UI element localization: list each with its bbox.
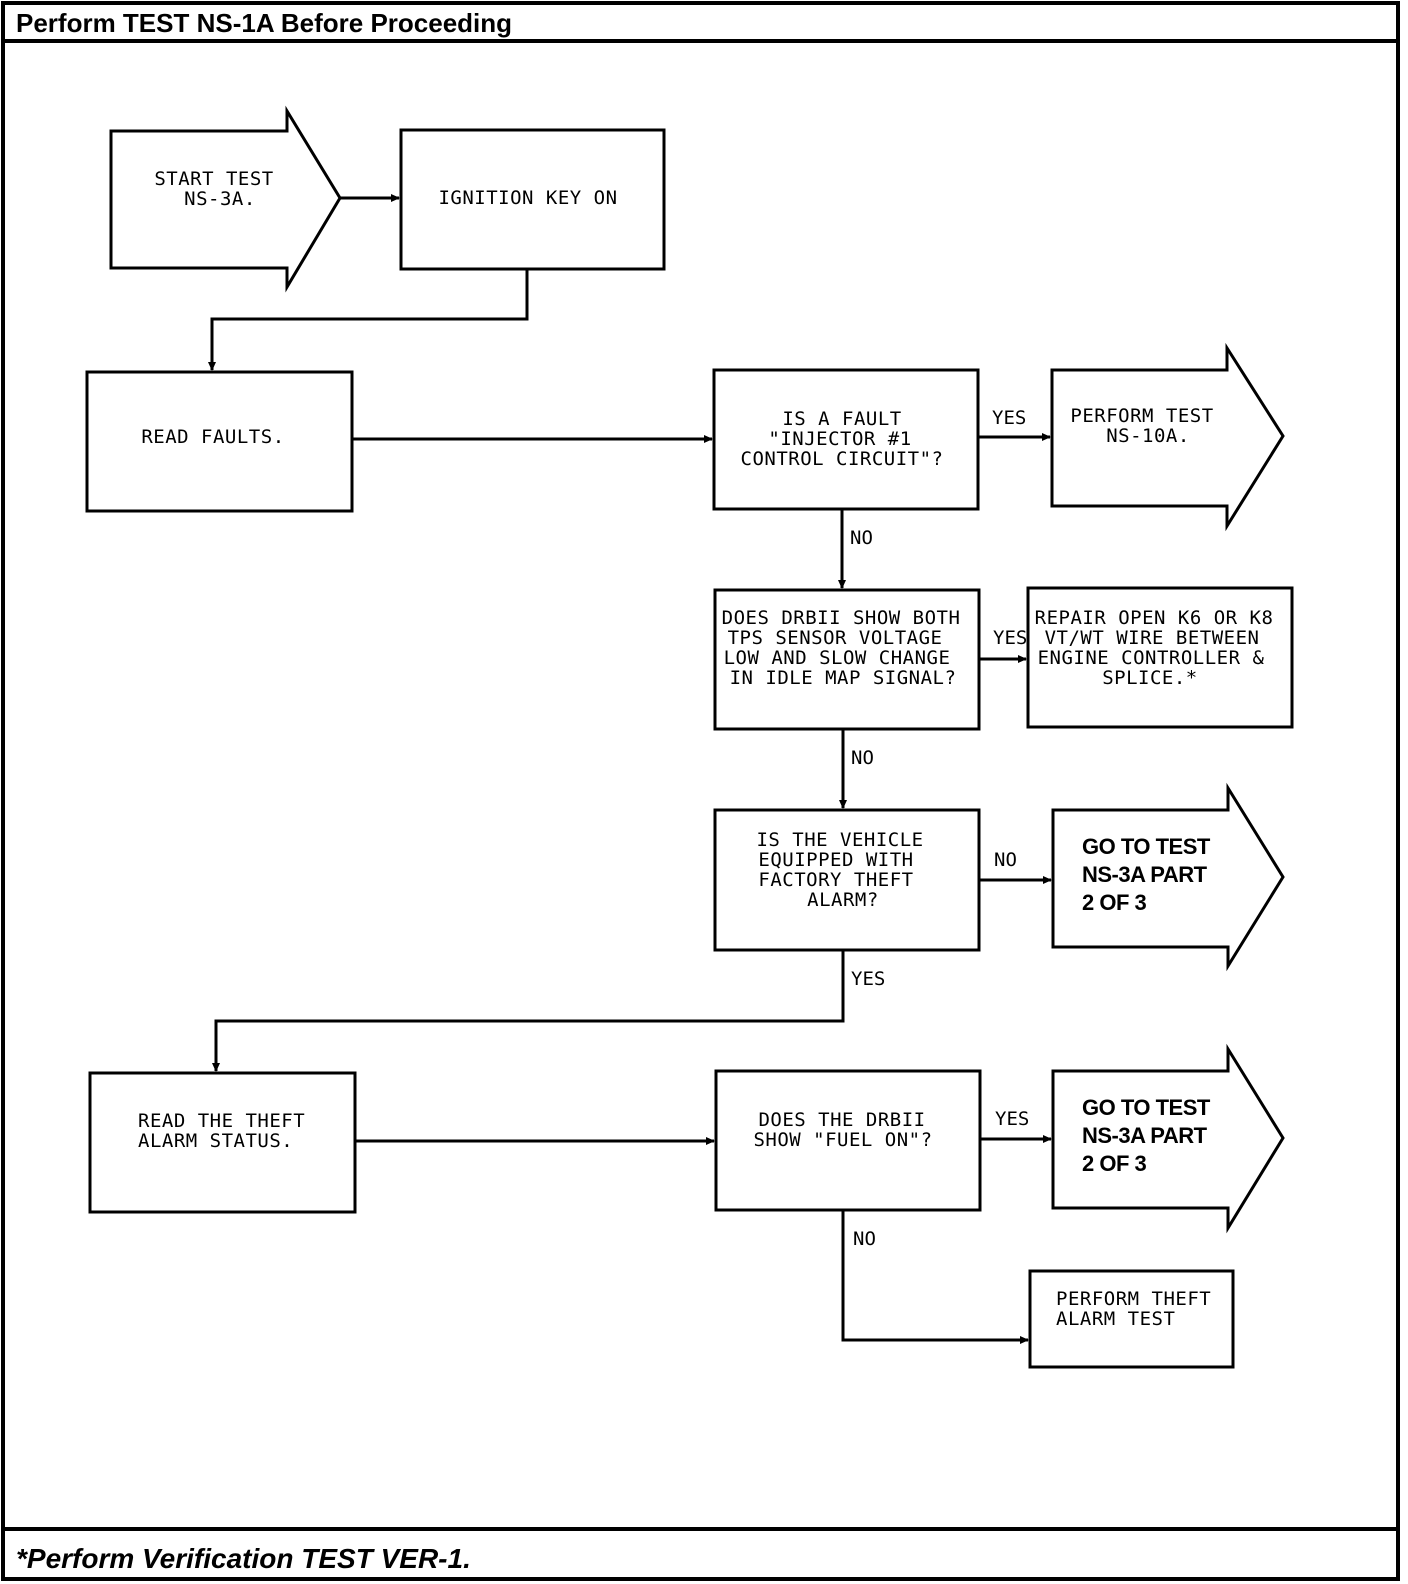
node-text: GO TO TEST NS-3A PART 2 OF 3	[1082, 834, 1215, 915]
edge-label-fuel-no: NO	[853, 1228, 876, 1250]
edge-label-tps-yes: YES	[993, 627, 1027, 649]
node-question-theft-alarm-equipped: IS THE VEHICLE EQUIPPED WITH FACTORY THE…	[713, 808, 981, 952]
node-text: PERFORM THEFT ALARM TEST	[1056, 1288, 1223, 1330]
node-start-test: START TEST NS-3A.	[109, 105, 342, 293]
edge-label-theft-yes: YES	[851, 968, 885, 990]
edge-label-fuel-yes: YES	[995, 1108, 1029, 1130]
node-text: IS A FAULT "INJECTOR #1 CONTROL CIRCUIT"…	[741, 408, 944, 470]
node-text: DOES THE DRBII SHOW "FUEL ON"?	[753, 1109, 937, 1151]
edge-label-tps-no: NO	[851, 747, 874, 769]
node-repair-open-wire: REPAIR OPEN K6 OR K8 VT/WT WIRE BETWEEN …	[1026, 586, 1294, 729]
node-text: START TEST NS-3A.	[154, 168, 285, 210]
edge-theft-equipped-yes	[212, 950, 845, 1072]
node-text: REPAIR OPEN K6 OR K8 VT/WT WIRE BETWEEN …	[1035, 607, 1286, 689]
node-read-theft-alarm-status: READ THE THEFT ALARM STATUS.	[88, 1071, 357, 1214]
edge-label-injector-yes: YES	[992, 407, 1026, 429]
node-text: READ FAULTS.	[141, 426, 284, 448]
header-title: Perform TEST NS-1A Before Proceeding	[16, 8, 512, 38]
node-question-injector-fault: IS A FAULT "INJECTOR #1 CONTROL CIRCUIT"…	[712, 368, 980, 511]
node-perform-test-ns-10a: PERFORM TEST NS-10A.	[1050, 342, 1285, 532]
node-text: IS THE VEHICLE EQUIPPED WITH FACTORY THE…	[756, 829, 935, 911]
node-text: IGNITION KEY ON	[438, 187, 617, 209]
edge-fuel-on-no	[841, 1210, 1029, 1344]
node-goto-ns-3a-part-2-first: GO TO TEST NS-3A PART 2 OF 3	[1051, 782, 1285, 972]
node-text: GO TO TEST NS-3A PART 2 OF 3	[1082, 1095, 1215, 1176]
node-text: PERFORM TEST NS-10A.	[1070, 405, 1225, 447]
node-text: DOES DRBII SHOW BOTH TPS SENSOR VOLTAGE …	[722, 607, 973, 689]
edge-label-injector-no: NO	[850, 527, 873, 549]
node-perform-theft-alarm-test: PERFORM THEFT ALARM TEST	[1028, 1269, 1235, 1369]
node-question-tps-sensor: DOES DRBII SHOW BOTH TPS SENSOR VOLTAGE …	[713, 588, 981, 731]
footer-note: *Perform Verification TEST VER-1.	[16, 1543, 471, 1574]
node-goto-ns-3a-part-2-second: GO TO TEST NS-3A PART 2 OF 3	[1051, 1043, 1285, 1234]
node-read-faults: READ FAULTS.	[85, 370, 354, 513]
node-question-fuel-on: DOES THE DRBII SHOW "FUEL ON"?	[714, 1069, 982, 1212]
edge-ignition-to-read-faults	[208, 269, 529, 371]
edge-label-theft-no: NO	[994, 849, 1017, 871]
node-ignition-key-on: IGNITION KEY ON	[399, 128, 666, 271]
node-text: READ THE THEFT ALARM STATUS.	[138, 1110, 317, 1152]
